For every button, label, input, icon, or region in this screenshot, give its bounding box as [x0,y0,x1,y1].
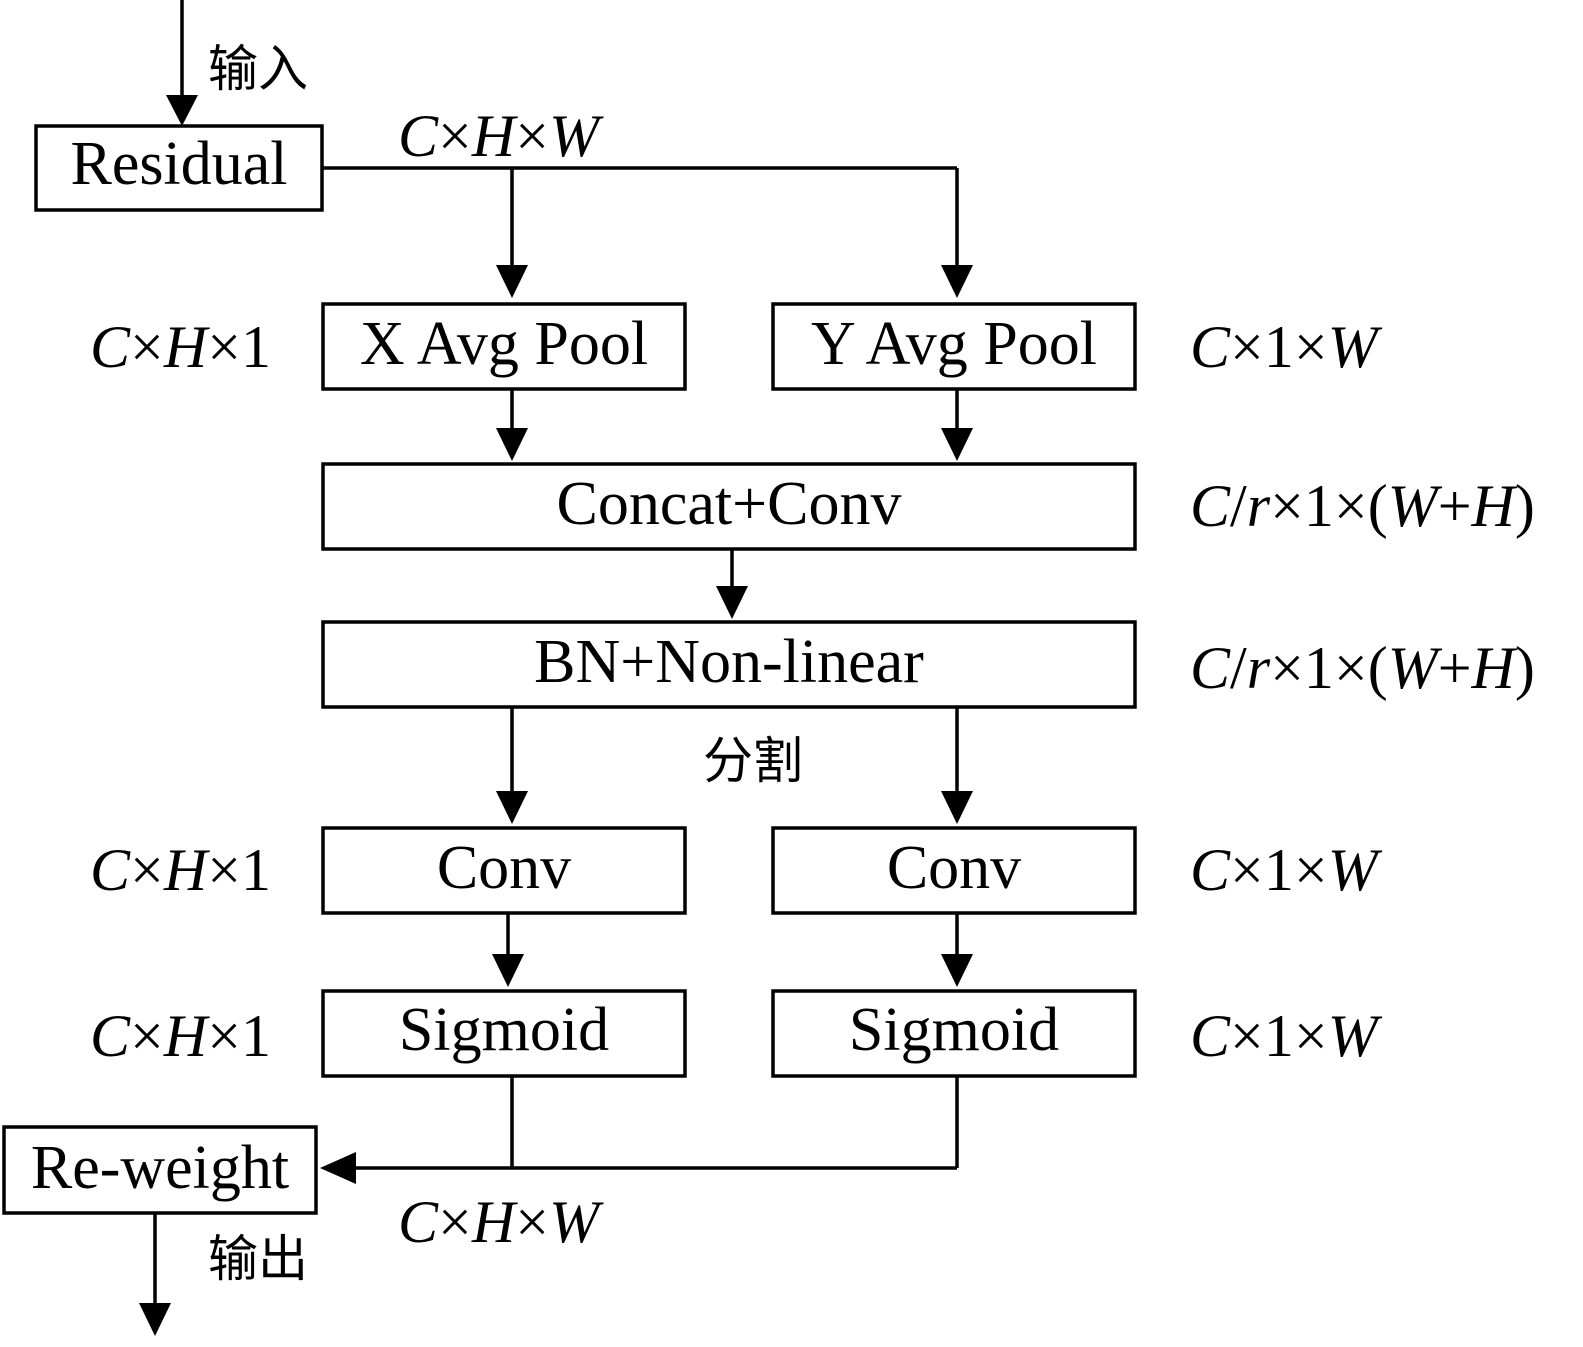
reweight-label: Re-weight [31,1134,289,1202]
dim-reweight-in: C×H×W [398,1189,604,1255]
x-pool-arrow-head [496,265,528,298]
concat-to-bn-head [716,586,748,619]
conv-left-label: Conv [437,834,571,902]
dim-sigmoid-right: C×1×W [1190,1003,1383,1069]
split-label: 分割 [703,732,803,790]
x-pool-box [321,302,687,391]
y-pool-box [771,302,1137,391]
conv-to-sigmoid-left-head [492,954,524,987]
sigmoid-left-label: Sigmoid [399,996,609,1064]
bn-label: BN+Non-linear [534,628,924,696]
y-pool-arrow-head [941,265,973,298]
sigmoid-right-label: Sigmoid [849,996,1059,1064]
x-pool-label: X Avg Pool [360,310,648,378]
bn-to-conv-right-head [941,791,973,824]
x-pool-to-concat-head [496,428,528,461]
dim-concat: C/r×1×(W+H) [1190,473,1535,539]
y-pool-to-concat-head [941,428,973,461]
reweight-box [2,1125,318,1215]
sigmoid-left-box [321,989,687,1078]
output-label: 输出 [208,1230,308,1288]
dim-y-pool: C×1×W [1190,314,1383,380]
conv-to-sigmoid-right-head [941,954,973,987]
dim-residual-out: C×H×W [398,103,604,169]
dim-sigmoid-left: C×H×1 [90,1003,271,1069]
conv-left-box [321,826,687,915]
residual-box [34,124,324,212]
input-arrow-head [166,95,198,126]
residual-label: Residual [71,130,288,198]
concat-conv-box [321,462,1137,551]
reweight-arrow-head [320,1152,356,1184]
dim-x-pool: C×H×1 [90,314,271,380]
y-pool-label: Y Avg Pool [811,310,1097,378]
input-label: 输入 [208,40,308,98]
sigmoid-right-box [771,989,1137,1078]
dim-conv-left: C×H×1 [90,837,271,903]
concat-conv-label: Concat+Conv [557,470,902,538]
output-arrow-head [139,1303,171,1336]
bn-box [321,620,1137,709]
dim-conv-right: C×1×W [1190,837,1383,903]
conv-right-label: Conv [887,834,1021,902]
bn-to-conv-left-head [496,791,528,824]
dim-bn: C/r×1×(W+H) [1190,635,1535,701]
conv-right-box [771,826,1137,915]
